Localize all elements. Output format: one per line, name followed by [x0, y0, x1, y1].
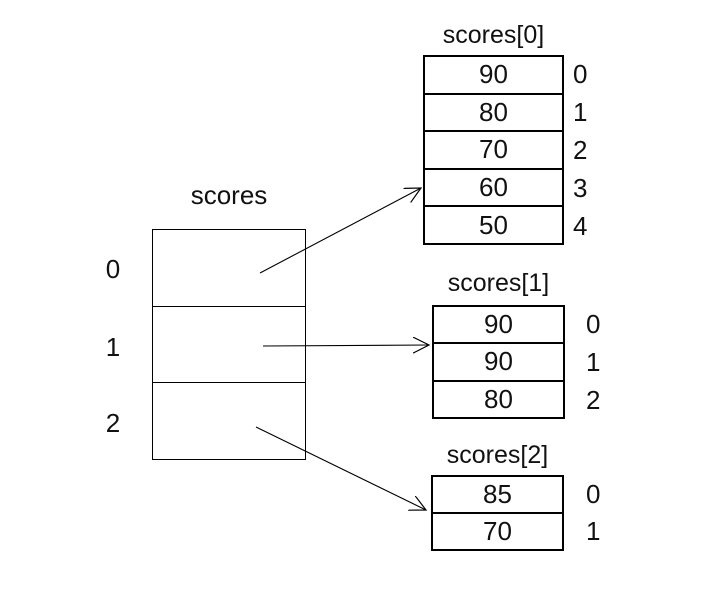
pointer-cell-2: [153, 382, 305, 459]
array-2-box: 85 70: [431, 475, 564, 551]
array-2-value-0: 85: [483, 479, 512, 509]
pointer-index-2: 2: [105, 407, 121, 438]
array-1-value-1: 90: [434, 342, 563, 379]
array-1-index-0: 0: [586, 308, 601, 339]
array-1-value-2: 80: [434, 379, 563, 417]
array-0-index-3: 3: [573, 172, 588, 203]
array-0-value-0: 90: [479, 59, 508, 90]
pointer-array-box: [152, 229, 306, 460]
array-0-index-1: 1: [573, 96, 588, 127]
array-0-index-0: 0: [573, 58, 588, 89]
array-1-box: 90 90 80: [432, 305, 565, 419]
pointer-cell-1: [153, 305, 305, 383]
array-1-title: scores[1]: [447, 269, 550, 297]
array-0-title: scores[0]: [442, 21, 545, 49]
array-2-title: scores[2]: [446, 441, 549, 469]
array-0-value-1: 80: [425, 92, 562, 131]
array-0-index-2: 2: [573, 134, 588, 165]
array-2-index-1: 1: [586, 515, 601, 546]
array-0-box: 90 80 70 60 50: [423, 55, 564, 245]
array-2-index-0: 0: [586, 478, 601, 509]
array-0-value-2: 70: [425, 130, 562, 168]
array-1-value-0: 90: [484, 309, 513, 340]
pointer-index-0: 0: [105, 253, 121, 284]
array-1-index-2: 2: [586, 384, 601, 415]
array-0-value-3: 60: [425, 167, 562, 206]
array-2-value-1: 70: [433, 512, 562, 549]
pointer-array-title: scores: [190, 180, 268, 210]
pointer-cell-0: [153, 230, 305, 306]
array-1-index-1: 1: [586, 346, 601, 377]
pointer-index-1: 1: [105, 331, 121, 362]
array-0-index-4: 4: [573, 210, 588, 241]
array-0-value-4: 50: [425, 205, 562, 243]
